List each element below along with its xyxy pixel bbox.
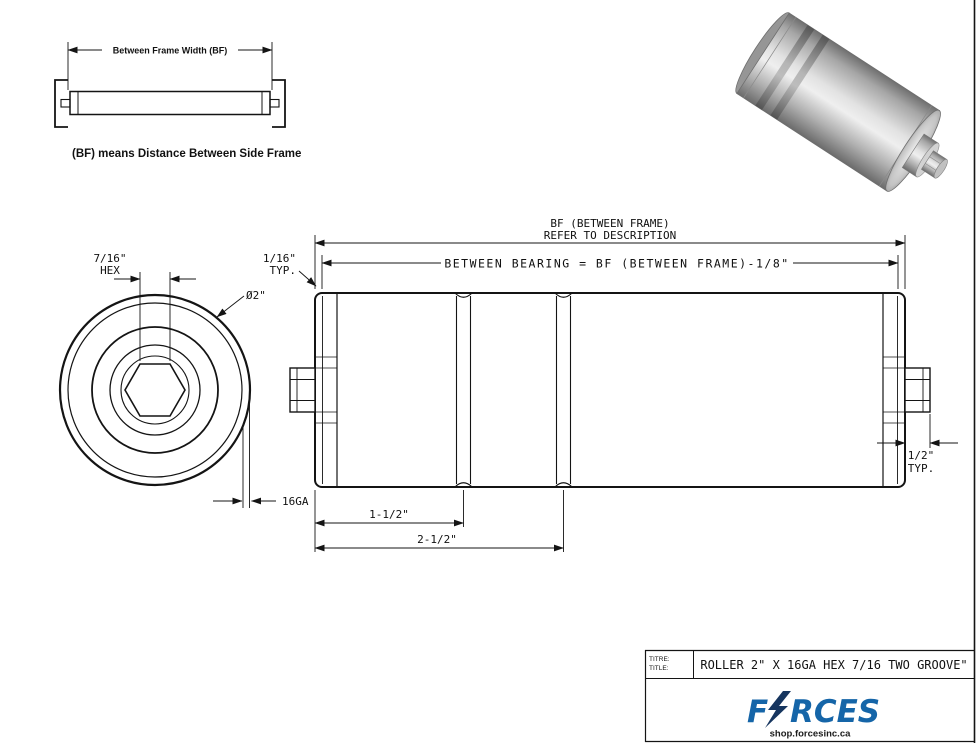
brand-website: shop.forcesinc.ca: [770, 729, 851, 740]
roller-side-view: [289, 292, 931, 488]
roller-3d-groove-2: [770, 34, 830, 120]
hex-boss-circle: [120, 355, 190, 425]
forces-logo: F RCES: [747, 691, 880, 730]
brand-prefix: F: [747, 694, 768, 730]
bf-legend-inset: [54, 42, 286, 128]
bf-dimension-label: BF (BETWEEN FRAME): [550, 217, 669, 230]
left-side-frame: [54, 79, 68, 128]
end-clearance-typ-label: TYP.: [270, 264, 297, 277]
groove-1: [455, 293, 472, 487]
title-label-fr: TITRE:: [649, 656, 670, 663]
end-clearance-leader: [298, 270, 317, 287]
diameter-leader: [216, 295, 245, 318]
diameter-label: Ø2": [246, 289, 266, 302]
gauge-label: 16GA: [282, 495, 309, 508]
bearing-housing-circle: [91, 326, 219, 454]
tube-outer-circle: [58, 293, 252, 487]
bearing-circle: [109, 344, 201, 436]
shaft-extension-typ-label: TYP.: [908, 462, 935, 475]
lightning-bolt-icon: [765, 691, 791, 728]
title-block: [644, 649, 975, 743]
inset-roller-body: [69, 90, 271, 116]
shaft-extension-label: 1/2": [908, 449, 935, 462]
groove2-position-label: 2-1/2": [417, 533, 457, 546]
right-shaft-stub: [904, 367, 931, 413]
bf-dimension-note: REFER TO DESCRIPTION: [544, 229, 676, 242]
end-clearance-label: 1/16": [263, 252, 296, 265]
tube-body: [314, 292, 906, 488]
side-view-dimensions: [298, 235, 958, 552]
title-label-en: TITLE:: [649, 665, 669, 672]
hex-bore: [124, 363, 186, 417]
end-view-dimensions: [114, 272, 276, 508]
bf-legend-caption: (BF) means Distance Between Side Frame: [72, 148, 301, 160]
roller-3d-render: [735, 12, 948, 192]
bf-inset-dimension-label: Between Frame Width (BF): [113, 46, 227, 56]
brand-suffix: RCES: [790, 694, 880, 730]
drawing-title: ROLLER 2" X 16GA HEX 7/16 TWO GROOVE": [700, 658, 967, 672]
hex-size-label: 7/16": [93, 252, 126, 265]
groove-2: [555, 293, 572, 487]
hex-word-label: HEX: [100, 264, 120, 277]
roller-3d-groove-1: [755, 24, 815, 110]
between-bearing-label: BETWEEN BEARING = BF (BETWEEN FRAME)-1/8…: [444, 257, 789, 271]
left-shaft-stub: [289, 367, 316, 413]
roller-end-view: [58, 293, 252, 487]
groove1-position-label: 1-1/2": [369, 508, 409, 521]
tube-inner-circle: [67, 302, 243, 478]
right-side-frame: [272, 79, 286, 128]
